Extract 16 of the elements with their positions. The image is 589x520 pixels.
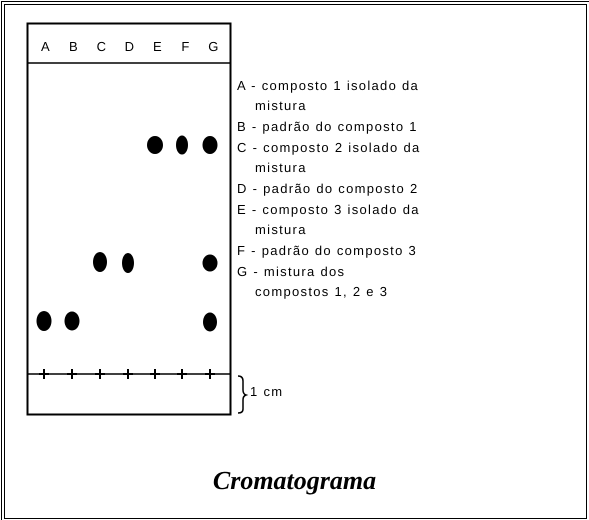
legend-text: A - composto 1 isolado da mistura [237, 77, 420, 115]
lane-label: B [68, 38, 80, 56]
dimension-label: 1 cm [250, 383, 284, 401]
legend-text: F - padrão do composto 3 [237, 242, 418, 260]
lane-label: F [180, 38, 192, 56]
title: Cromatograma [212, 466, 378, 496]
lane-label: G [207, 38, 221, 56]
lane-label: E [152, 38, 164, 56]
legend-text: C - composto 2 isolado da mistura [237, 139, 422, 177]
legend-text: G - mistura dos compostos 1, 2 e 3 [237, 263, 390, 301]
lane-label: D [124, 38, 136, 56]
lane-label: C [96, 38, 108, 56]
legend-text: B - padrão do composto 1 [237, 118, 419, 136]
legend-text: E - composto 3 isolado da mistura [237, 201, 421, 239]
legend-text: D - padrão do composto 2 [237, 180, 420, 198]
lane-label: A [40, 38, 52, 56]
